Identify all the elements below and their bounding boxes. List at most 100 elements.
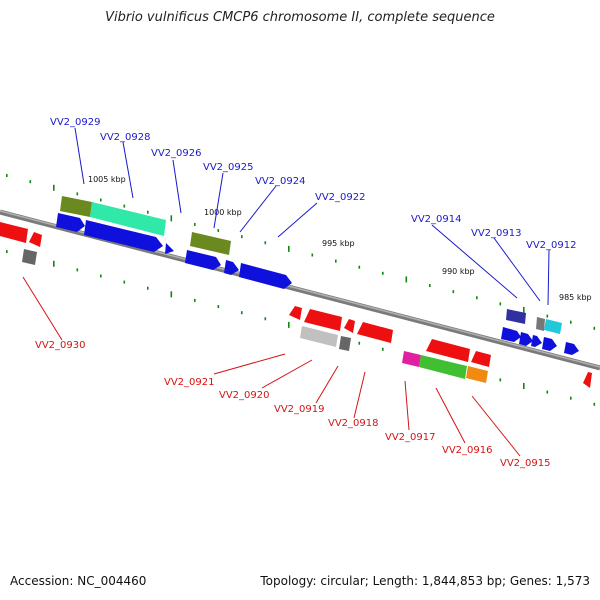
- gene-VV2_0929-block[interactable]: [60, 196, 92, 217]
- reverse-gene-row-right: [289, 306, 592, 388]
- minor-tick: [6, 250, 8, 254]
- gene-reverse-arrow[interactable]: [289, 306, 302, 320]
- minor-tick: [6, 174, 8, 178]
- minor-tick: [382, 271, 384, 275]
- gene-label-VV2_0912[interactable]: VV2_0912: [526, 240, 577, 251]
- gene-label-VV2_0917[interactable]: VV2_0917: [385, 432, 436, 443]
- gene-label-VV2_0930[interactable]: VV2_0930: [35, 340, 86, 351]
- gene-reverse-arrow[interactable]: [583, 372, 592, 388]
- gene-label-VV2_0925[interactable]: VV2_0925: [203, 162, 254, 173]
- gene-label-VV2_0924[interactable]: VV2_0924: [255, 176, 306, 187]
- leader-line: [431, 224, 518, 299]
- minor-tick: [570, 396, 572, 400]
- gene-label-VV2_0921[interactable]: VV2_0921: [164, 377, 215, 388]
- gene-label-VV2_0928[interactable]: VV2_0928: [100, 132, 151, 143]
- gene-label-VV2_0916[interactable]: VV2_0916: [442, 445, 493, 456]
- gene-VV2_0920-block[interactable]: [300, 326, 338, 347]
- leader-line: [471, 395, 521, 457]
- gene-forward-arrow[interactable]: [56, 213, 85, 232]
- gene-VV2_0914-block[interactable]: [506, 309, 526, 324]
- leader-line: [315, 365, 339, 404]
- minor-tick: [593, 402, 596, 406]
- gene-forward-arrow[interactable]: [224, 260, 239, 275]
- gene-label-VV2_0918[interactable]: VV2_0918: [328, 418, 379, 429]
- leader-line: [74, 127, 85, 185]
- minor-tick: [499, 302, 502, 306]
- gene-VV2_0928-block[interactable]: [90, 202, 166, 236]
- gene-reverse-arrow[interactable]: [344, 319, 355, 333]
- minor-tick: [147, 210, 149, 214]
- gene-label-VV2_0919[interactable]: VV2_0919: [274, 404, 325, 415]
- gene-forward-arrow[interactable]: [185, 250, 221, 270]
- gene-forward-arrow[interactable]: [519, 332, 533, 346]
- gene-VV2_0915-block[interactable]: [466, 366, 488, 383]
- leader-line: [353, 371, 366, 419]
- gene-label-VV2_0929[interactable]: VV2_0929: [50, 117, 101, 128]
- leader-line: [547, 249, 550, 306]
- leader-line: [493, 237, 541, 302]
- minor-tick: [452, 290, 455, 294]
- minor-tick: [100, 198, 102, 202]
- accession-label: Accession: NC_004460: [10, 574, 147, 588]
- gene-forward-arrow[interactable]: [84, 220, 163, 252]
- gene-reverse-arrow[interactable]: [0, 222, 28, 243]
- leader-line: [435, 387, 466, 444]
- gene-label-VV2_0922[interactable]: VV2_0922: [315, 192, 366, 203]
- gene-reverse-arrow[interactable]: [357, 322, 393, 343]
- gene-VV2_0913-block[interactable]: [536, 317, 545, 331]
- minor-tick: [147, 286, 149, 290]
- outer-tick-track: [6, 174, 596, 330]
- gene-forward-arrow[interactable]: [531, 335, 542, 347]
- gene-VV2_0916-block[interactable]: [419, 355, 467, 379]
- leader-line: [22, 276, 63, 341]
- minor-tick: [499, 378, 502, 382]
- major-tick: [405, 276, 408, 283]
- forward-label-leaders: [74, 127, 550, 306]
- gene-label-VV2_0914[interactable]: VV2_0914: [411, 214, 462, 225]
- minor-tick: [241, 311, 243, 315]
- minor-tick: [476, 296, 478, 300]
- minor-tick: [546, 314, 549, 318]
- leader-line: [213, 353, 286, 375]
- scale-label-1000: 1000 kbp: [204, 208, 242, 217]
- minor-tick: [217, 229, 220, 233]
- major-tick: [53, 260, 55, 267]
- minor-tick: [264, 241, 267, 245]
- gene-label-VV2_0920[interactable]: VV2_0920: [219, 390, 270, 401]
- gene-reverse-arrow[interactable]: [471, 351, 491, 367]
- minor-tick: [335, 259, 337, 263]
- gene-forward-arrow[interactable]: [564, 342, 579, 355]
- minor-tick: [382, 347, 384, 351]
- major-tick: [170, 291, 173, 298]
- gene-VV2_0912-block[interactable]: [544, 319, 562, 334]
- inner-tick-track: [6, 250, 596, 406]
- gene-reverse-arrow[interactable]: [426, 339, 470, 362]
- gene-VV2_0919-block[interactable]: [339, 336, 351, 351]
- gene-reverse-arrow[interactable]: [304, 309, 342, 331]
- reverse-gene-labels: VV2_0930 VV2_0921 VV2_0920 VV2_0919 VV2_…: [35, 340, 551, 469]
- major-tick: [53, 184, 55, 191]
- leader-line: [122, 141, 134, 199]
- gene-reverse-arrow[interactable]: [29, 232, 42, 247]
- forward-gene-row-inner: [56, 213, 579, 355]
- gene-VV2_0925-block[interactable]: [190, 232, 231, 255]
- gene-forward-arrow[interactable]: [542, 337, 557, 351]
- gene-label-VV2_0926[interactable]: VV2_0926: [151, 148, 202, 159]
- leader-line: [239, 185, 277, 233]
- leader-line: [277, 202, 318, 238]
- major-tick: [523, 306, 525, 313]
- gene-VV2_0930-block[interactable]: [22, 249, 37, 265]
- gene-forward-arrow[interactable]: [239, 263, 292, 289]
- gene-label-VV2_0913[interactable]: VV2_0913: [471, 228, 522, 239]
- gene-forward-arrow[interactable]: [501, 327, 521, 342]
- scale-label-995: 995 kbp: [322, 239, 355, 248]
- scale-label-1005: 1005 kbp: [88, 175, 126, 184]
- gene-forward-arrow[interactable]: [165, 243, 174, 254]
- minor-tick: [194, 298, 196, 302]
- gene-VV2_0917-block[interactable]: [402, 351, 421, 367]
- minor-tick: [429, 284, 431, 288]
- gene-label-VV2_0915[interactable]: VV2_0915: [500, 458, 551, 469]
- minor-tick: [76, 268, 79, 272]
- reverse-label-leaders: [22, 276, 521, 457]
